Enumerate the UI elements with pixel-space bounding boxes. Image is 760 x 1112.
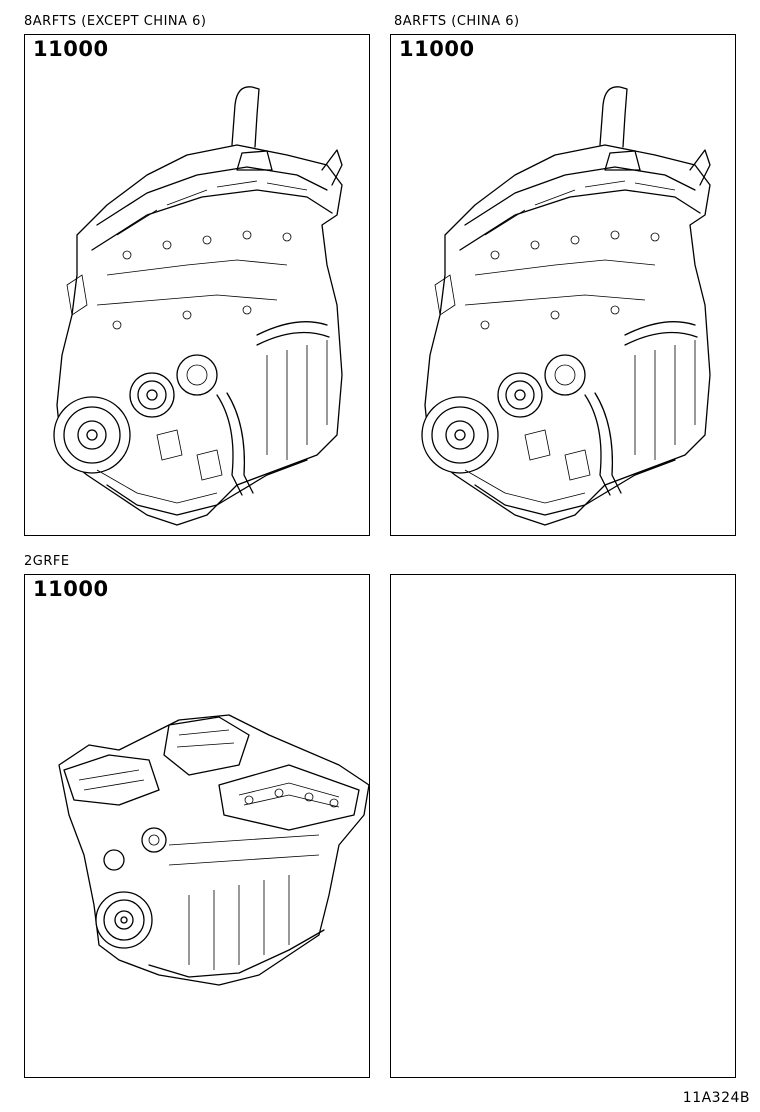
panel-caption-2grfe: 2GRFE <box>24 554 70 569</box>
panel-caption-8arfts-except-china6: 8ARFTS (EXCEPT CHINA 6) <box>24 14 207 29</box>
parts-panel-2grfe[interactable]: 11000 <box>24 574 370 1078</box>
parts-panel-8arfts-except-china6[interactable]: 11000 <box>24 34 370 536</box>
engine-assembly-v6-illustration <box>39 705 379 1005</box>
parts-panel-8arfts-china6[interactable]: 11000 <box>390 34 736 536</box>
engine-assembly-4cyl-illustration <box>37 75 357 535</box>
part-number-label[interactable]: 11000 <box>33 37 109 61</box>
engine-assembly-4cyl-illustration <box>405 75 725 535</box>
parts-panel-empty <box>390 574 736 1078</box>
illustration-code: 11A324B <box>682 1090 750 1106</box>
part-number-label[interactable]: 11000 <box>399 37 475 61</box>
part-number-label[interactable]: 11000 <box>33 577 109 601</box>
panel-caption-8arfts-china6: 8ARFTS (CHINA 6) <box>394 14 520 29</box>
